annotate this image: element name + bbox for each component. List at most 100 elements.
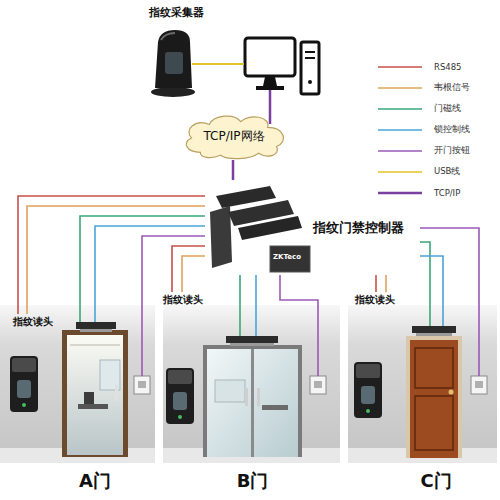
wire-connector — [385, 275, 387, 292]
office-table — [78, 404, 108, 409]
door-panel — [415, 396, 453, 450]
monitor-stand — [263, 77, 277, 86]
legend: RS485 韦根信号门磁线锁控制线开门按钮 USB线 TCP/IP — [376, 56, 470, 203]
reader-screen — [356, 364, 380, 378]
legend-line — [378, 108, 422, 110]
button-wire — [280, 275, 318, 376]
wire-connector — [239, 275, 241, 336]
scanner-base — [151, 87, 195, 97]
legend-row: 门磁线 — [376, 98, 470, 119]
node-label: A门 — [79, 470, 111, 492]
wall-panel — [348, 305, 497, 463]
lock-plate — [416, 333, 452, 336]
button-wire — [142, 236, 205, 376]
door-node: B门 — [203, 336, 302, 492]
reader-node: 指纹读头 — [350, 292, 400, 420]
legend-row: 锁控制线 — [376, 119, 470, 140]
node-label: TCP/IP网络 — [203, 129, 264, 143]
exit-button — [134, 376, 150, 394]
exit-button-key — [314, 381, 322, 388]
reader-node: 指纹读头 — [5, 314, 60, 414]
legend-sample — [376, 147, 424, 155]
door-glass — [67, 335, 123, 455]
brand-logo: ZKTeco — [273, 254, 301, 261]
door-node: C门 — [405, 326, 467, 492]
controller-box — [270, 246, 310, 272]
wire-connector — [27, 206, 205, 314]
exit-button-key — [475, 381, 483, 388]
reader-sensor — [17, 380, 31, 398]
legend-row: TCP/IP — [376, 182, 470, 203]
door-frame — [203, 345, 302, 457]
usb-wire — [192, 63, 244, 65]
door-glass — [207, 349, 298, 457]
legend-line — [378, 191, 422, 194]
door-frame — [406, 336, 462, 458]
tower-slot — [305, 51, 315, 53]
node-label: C门 — [420, 470, 451, 492]
tower-button — [308, 80, 312, 84]
door-panel — [415, 348, 453, 388]
monitor-base — [256, 86, 284, 90]
wire-connector — [172, 246, 205, 292]
wall-panel — [163, 305, 340, 463]
magnetic-lock — [412, 326, 456, 333]
door-handle — [245, 388, 248, 406]
exit-button — [310, 376, 326, 394]
legend-text: 锁控制线 — [434, 124, 470, 136]
legend-line — [378, 87, 422, 89]
door-node: A门 — [62, 322, 128, 492]
tower-slot — [305, 57, 315, 59]
legend-text: 开门按钮 — [434, 145, 470, 157]
reader-sensor — [173, 392, 187, 410]
legend-row: 开门按钮 — [376, 140, 470, 161]
legend-text: USB线 — [434, 166, 460, 178]
legend-sample — [376, 168, 424, 176]
computer-tower — [301, 42, 319, 94]
wire-connector — [232, 160, 235, 180]
node-label: 指纹读头 — [355, 294, 395, 306]
wire-connector — [420, 242, 430, 326]
door-handle — [257, 388, 260, 406]
controller-board — [210, 206, 232, 268]
cloud-outline — [186, 116, 283, 159]
reader-led — [366, 409, 370, 413]
legend-sample — [376, 126, 424, 134]
wire-connector — [375, 275, 377, 292]
legend-line — [378, 129, 422, 131]
reader-led — [22, 403, 26, 407]
scanner-body — [155, 30, 192, 88]
reader-node: 指纹读头 — [158, 292, 208, 426]
wire-connector — [18, 196, 205, 314]
ceiling-light — [70, 344, 120, 346]
door-frame — [62, 330, 128, 457]
legend-text: RS485 — [434, 62, 462, 72]
monitor — [245, 38, 295, 76]
collector-node: 指纹采集器 — [138, 4, 214, 100]
legend-sample — [376, 105, 424, 113]
wire-connector — [255, 275, 257, 336]
legend-text: 韦根信号 — [434, 82, 470, 94]
wire-connector — [95, 226, 205, 322]
legend-line — [378, 150, 422, 152]
node-label: 指纹读头 — [13, 316, 53, 328]
button-wire — [420, 228, 479, 376]
reader-body — [354, 362, 382, 418]
exit-button — [471, 376, 487, 394]
legend-row: RS485 — [376, 56, 470, 77]
magnetic-lock — [76, 322, 116, 329]
node-label: B门 — [237, 470, 269, 492]
legend-row: USB线 — [376, 161, 470, 182]
reader-sensor — [361, 386, 375, 404]
wire-connector — [182, 256, 205, 292]
lock-plate — [80, 329, 112, 332]
wooden-door — [410, 340, 458, 458]
controller-node: 指纹门禁控制器 — [205, 180, 420, 275]
node-label: 指纹读头 — [163, 294, 203, 306]
node-label: 指纹门禁控制器 — [313, 220, 404, 236]
network-cloud: TCP/IP网络 — [178, 112, 290, 160]
office-chair — [84, 392, 94, 404]
